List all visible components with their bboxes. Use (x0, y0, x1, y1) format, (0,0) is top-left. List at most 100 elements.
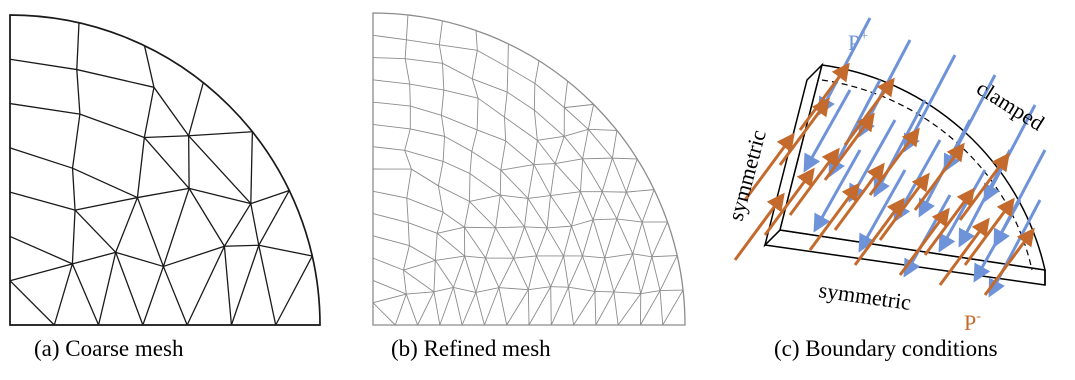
mesh-edge (504, 92, 507, 117)
mesh-edge (478, 98, 504, 117)
mesh-edge (435, 256, 464, 260)
mesh-edge (508, 67, 535, 83)
mesh-edge (144, 138, 189, 189)
mesh-edge (529, 287, 551, 325)
mesh-edge (528, 256, 536, 290)
mesh-edge (504, 117, 537, 140)
mesh-edge (10, 192, 75, 210)
mesh-edge (536, 256, 550, 287)
mesh-edge (116, 198, 138, 253)
mesh-edge (583, 159, 603, 192)
refined-mesh-panel (373, 13, 685, 325)
mesh-edge (507, 67, 508, 92)
mesh-edge (407, 198, 408, 223)
mesh-edge (373, 35, 406, 39)
mesh-edge (437, 233, 465, 256)
mesh-edge (440, 287, 454, 325)
mesh-edge (187, 246, 224, 325)
mesh-edge (99, 252, 116, 325)
mesh-edge (477, 50, 508, 67)
mesh-edge (551, 164, 556, 196)
mesh-edge (640, 291, 660, 325)
mesh-edge (660, 290, 683, 291)
mesh-edge (551, 287, 552, 325)
mesh-edge (534, 165, 551, 196)
mesh-edge (405, 59, 410, 84)
mesh-edge (137, 198, 163, 267)
mesh-edge (410, 106, 441, 115)
mesh-edge (472, 151, 501, 170)
mesh-edge (547, 196, 550, 228)
mesh-edge (514, 227, 525, 258)
mesh-edge (652, 222, 668, 257)
mesh-edge (116, 252, 164, 266)
mesh-edge (595, 258, 605, 292)
mesh-edge (80, 114, 144, 137)
mesh-edge (224, 204, 250, 247)
mesh-edge (441, 115, 477, 130)
mesh-edge (373, 191, 407, 198)
boundary-conditions-panel: P+ P- clamped symmetric symmetric (723, 18, 1049, 335)
mesh-outline (373, 13, 685, 325)
mesh-edge (524, 198, 528, 226)
mesh-edge (251, 204, 259, 246)
mesh-edge (652, 256, 677, 257)
mesh-edge (373, 124, 410, 129)
mesh-edge (642, 190, 654, 222)
mesh-edge (535, 61, 539, 84)
mesh-edge (496, 195, 501, 228)
mesh-edge (453, 287, 462, 325)
mesh-edge (534, 83, 535, 110)
mesh-edge (373, 303, 395, 325)
mesh-edge (145, 46, 154, 88)
mesh-edge (189, 136, 251, 204)
mesh-edge (617, 219, 642, 222)
mesh-edge (72, 252, 115, 264)
mesh-edge (439, 45, 477, 51)
mesh-edge (572, 192, 581, 226)
mesh-edge (641, 291, 660, 294)
mesh-edge (617, 192, 626, 219)
mesh-edge (564, 256, 569, 287)
mesh-edge (614, 292, 618, 325)
mesh-edge (444, 90, 478, 98)
mesh-edge (593, 192, 602, 220)
mesh-edge (583, 256, 595, 291)
mesh-edge (418, 292, 434, 325)
mesh-edge (583, 220, 594, 256)
mesh-edge (373, 58, 405, 59)
mesh-edge (476, 258, 486, 292)
mesh-edge (501, 165, 534, 171)
mesh-edge (583, 129, 589, 159)
mesh-edge (10, 148, 73, 168)
mesh-edge (439, 45, 442, 63)
mesh-edge (596, 292, 614, 325)
mesh-edge (614, 254, 633, 292)
mesh-edge (537, 136, 564, 140)
mesh-edge (469, 195, 500, 201)
mesh-edge (602, 158, 612, 192)
mesh-edge (259, 245, 312, 256)
mesh-edge (500, 195, 524, 227)
mesh-edge (163, 188, 189, 266)
mesh-edge (568, 287, 573, 325)
mesh-edge (551, 256, 564, 287)
mesh-edge (583, 256, 605, 258)
mesh-edge (568, 256, 582, 287)
mesh-edge (612, 130, 617, 158)
mesh-edge (464, 227, 495, 228)
mesh-edge (564, 81, 567, 108)
mesh-edge (405, 129, 411, 150)
mesh-edge (574, 291, 595, 325)
mesh-edge (506, 141, 534, 165)
mesh-edge (189, 188, 224, 246)
mesh-edge (439, 21, 442, 45)
mesh-edge (442, 63, 472, 79)
mesh-edge (373, 102, 410, 106)
mesh-edge (259, 245, 276, 325)
coarse-mesh-panel (10, 15, 320, 325)
mesh-edge (276, 256, 313, 325)
mesh-edge (477, 98, 478, 130)
mesh-edge (564, 136, 582, 159)
